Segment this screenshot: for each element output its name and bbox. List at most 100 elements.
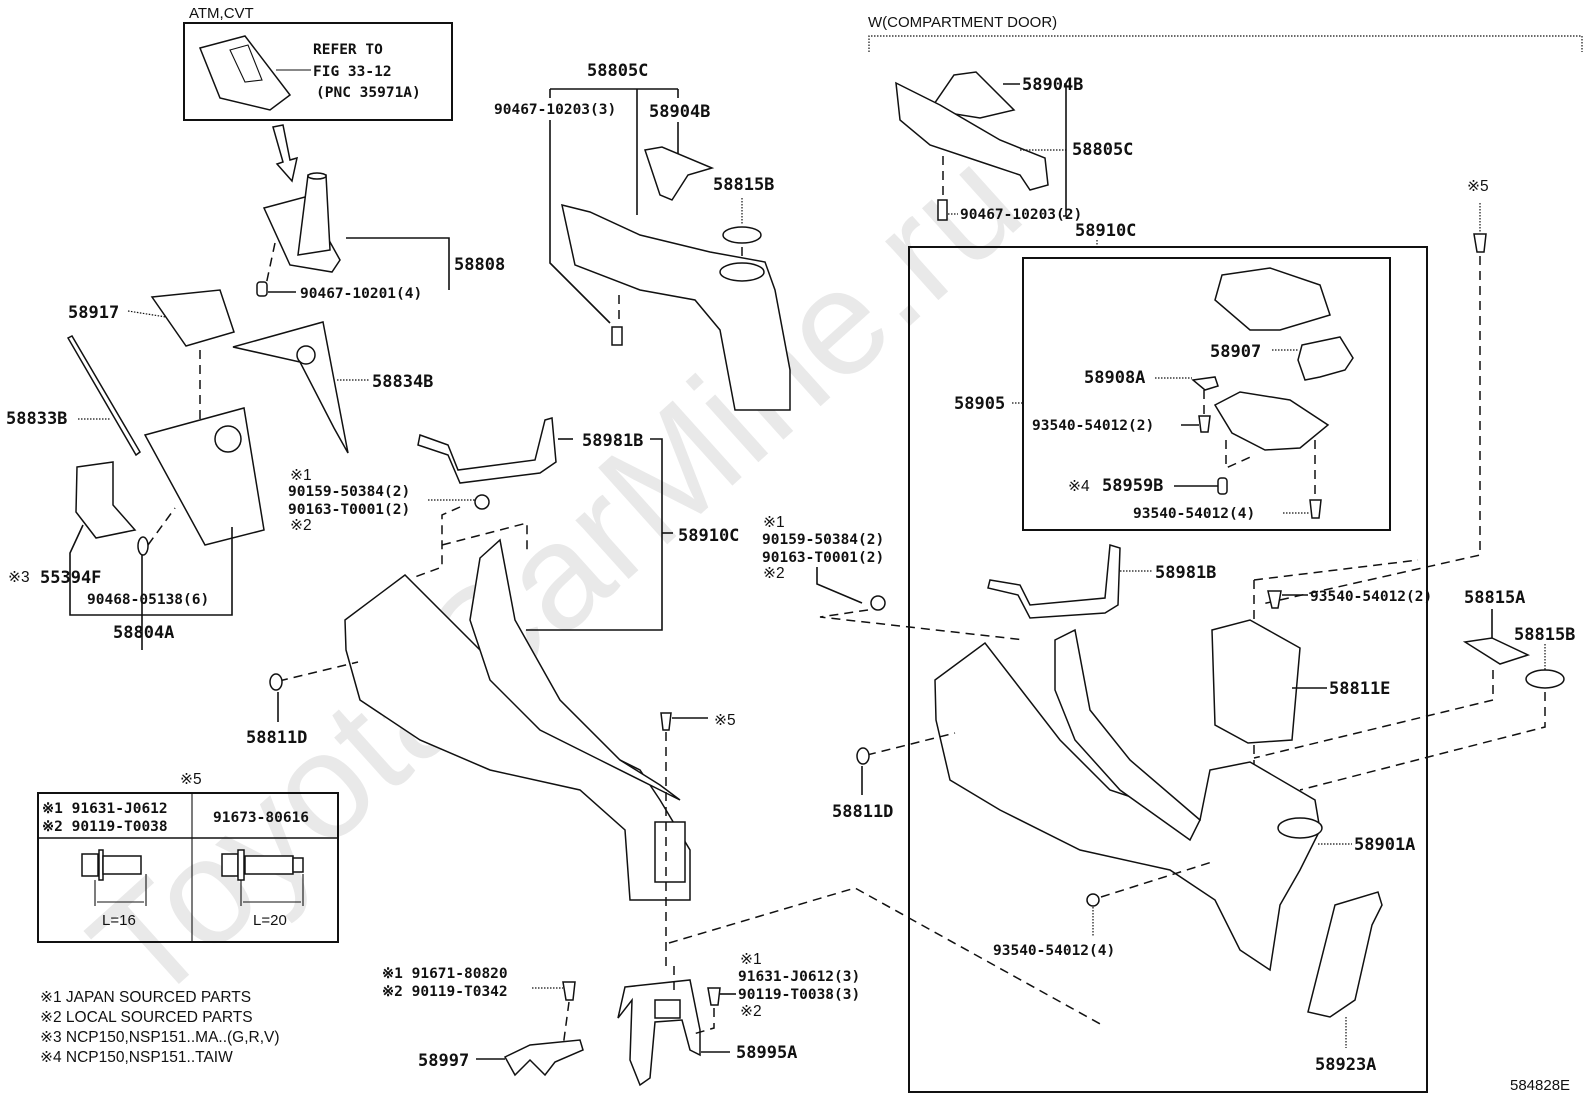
bottom-bracket-group: ※1 91671-80820 ※2 90119-T0342 58997 ※1 9… bbox=[382, 887, 1103, 1087]
label-90467-10203-3: 90467-10203(3) bbox=[494, 102, 616, 118]
label-55394F: 55394F bbox=[40, 568, 101, 588]
bolt-table-col2-length: L=20 bbox=[253, 912, 287, 929]
left-bolt-mark1: ※1 bbox=[290, 467, 312, 484]
left-bolt-b: 90163-T0001(2) bbox=[288, 502, 410, 518]
label-90468-05138: 90468-05138(6) bbox=[87, 592, 209, 608]
label-58804A: 58804A bbox=[113, 623, 174, 643]
label-58808: 58808 bbox=[454, 255, 505, 275]
label-58811D-right: 58811D bbox=[832, 802, 893, 822]
part-58808: 58808 90467-10201(4) bbox=[256, 172, 505, 302]
bolt-short-icon bbox=[81, 849, 147, 906]
label-90467-10201: 90467-10201(4) bbox=[300, 286, 422, 302]
bracket-58995A-icon bbox=[617, 979, 701, 1087]
note-1: ※1 JAPAN SOURCED PARTS bbox=[40, 989, 251, 1006]
label-58811D-left: 58811D bbox=[246, 728, 307, 748]
clip-icon bbox=[269, 673, 283, 691]
label-58910C-left: 58910C bbox=[678, 526, 739, 546]
label-90467-10203-2: 90467-10203(2) bbox=[960, 207, 1082, 223]
atm-cvt-title: ATM,CVT bbox=[189, 5, 254, 22]
figure-code: 584828E bbox=[1510, 1077, 1570, 1094]
part-58981B-left: 58981B 58910C bbox=[417, 417, 739, 631]
bolt-icon bbox=[1086, 893, 1100, 907]
watermark-text: ToyotaCarMine.ru bbox=[59, 117, 1051, 1034]
lock-icon bbox=[1297, 336, 1354, 381]
label-58907: 58907 bbox=[1210, 342, 1261, 362]
label-93540-4-bottom: 93540-54012(4) bbox=[993, 943, 1115, 959]
label-58904B-right: 58904B bbox=[1022, 75, 1083, 95]
label-58815A: 58815A bbox=[1464, 588, 1525, 608]
label-58995A: 58995A bbox=[736, 1043, 797, 1063]
label-58959B: 58959B bbox=[1102, 476, 1163, 496]
note-3: ※3 NCP150,NSP151..MA..(G,R,V) bbox=[40, 1029, 280, 1046]
watermark: ToyotaCarMine.ru bbox=[59, 117, 1051, 1034]
cup-cover-icon bbox=[1525, 669, 1565, 689]
part-58981B-right: 58981B bbox=[987, 544, 1216, 619]
label-58917: 58917 bbox=[68, 303, 119, 323]
58910C-frame bbox=[908, 246, 1428, 1093]
label-58905: 58905 bbox=[954, 394, 1005, 414]
bolt-table-col2: 91673-80616 bbox=[213, 810, 309, 826]
bracket-icon bbox=[417, 417, 557, 484]
left-bolt-a: 90159-50384(2) bbox=[288, 484, 410, 500]
mark5-b: ※5 bbox=[1467, 178, 1489, 195]
atm-cvt-section: ATM,CVT REFER TO FIG 33-12 (PNC 35971A) bbox=[183, 5, 453, 183]
label-93540-2-mid: 93540-54012(2) bbox=[1310, 589, 1432, 605]
part-58815-right: 58815A 58815B bbox=[1253, 588, 1575, 791]
bolt-table-col1-line2: ※2 90119-T0038 bbox=[42, 819, 168, 835]
bolt-table-frame bbox=[37, 792, 339, 943]
clip-icon bbox=[611, 326, 623, 346]
bolt-icon bbox=[870, 595, 886, 611]
part-58805C-left: 58805C 90467-10203(3) 58904B 58815B bbox=[494, 61, 791, 411]
console-body-right: 58811D 58901A 93540-54012(4) 58923A bbox=[832, 628, 1415, 1075]
compartment-door-title: W(COMPARTMENT DOOR) bbox=[868, 14, 1057, 31]
console-body-icon bbox=[934, 641, 1321, 972]
bolt-long-icon bbox=[221, 849, 304, 906]
bottom-right-b: 90119-T0038(3) bbox=[738, 987, 860, 1003]
clip-icon bbox=[937, 199, 948, 221]
mark5-a: ※5 bbox=[714, 712, 736, 729]
bottom-bolt-l1: ※1 91671-80820 bbox=[382, 966, 508, 982]
tray-icon bbox=[1213, 391, 1330, 451]
label-58815B-right: 58815B bbox=[1514, 625, 1575, 645]
part-58833B: 58833B bbox=[6, 335, 141, 457]
label-58805C-left: 58805C bbox=[587, 61, 648, 81]
label-58811E: 58811E bbox=[1329, 679, 1390, 699]
part-58905: 58907 58908A 58905 93540-54012(2) ※4 589… bbox=[954, 257, 1391, 531]
clip-icon bbox=[856, 747, 870, 765]
label-58834B: 58834B bbox=[372, 372, 433, 392]
refer-line-2: FIG 33-12 bbox=[313, 64, 392, 80]
compartment-door-section: W(COMPARTMENT DOOR) 58904B 58805C 90467-… bbox=[868, 14, 1583, 1093]
clip-icon bbox=[1217, 477, 1228, 495]
clip-icon bbox=[137, 536, 149, 556]
bolt-icon bbox=[562, 981, 576, 1001]
label-58901A: 58901A bbox=[1354, 835, 1415, 855]
bracket-icon bbox=[987, 544, 1121, 619]
label-58805C-right: 58805C bbox=[1072, 140, 1133, 160]
armrest-icon bbox=[1214, 267, 1331, 331]
label-93540-2-top: 93540-54012(2) bbox=[1032, 418, 1154, 434]
label-58997: 58997 bbox=[418, 1051, 469, 1071]
label-58833B: 58833B bbox=[6, 409, 67, 429]
bolt-icon bbox=[707, 987, 721, 1006]
console-upper-panel-icon bbox=[895, 81, 1049, 191]
label-58981B-left: 58981B bbox=[582, 431, 643, 451]
label-58908A: 58908A bbox=[1084, 368, 1145, 388]
label-58910C-right: 58910C bbox=[1075, 221, 1136, 241]
bolt-table-col1-line1: ※1 91631-J0612 bbox=[42, 801, 168, 817]
bolt-table: ※5 ※1 91631-J0612 ※2 90119-T0038 91673-8… bbox=[37, 771, 339, 943]
refer-line-3: (PNC 35971A) bbox=[316, 85, 421, 101]
refer-line-1: REFER TO bbox=[313, 42, 383, 58]
label-58904B-left: 58904B bbox=[649, 102, 710, 122]
bolt-table-title: ※5 bbox=[180, 771, 202, 788]
mark-3: ※3 bbox=[8, 569, 30, 586]
storage-box-icon bbox=[1211, 619, 1301, 744]
bolt-icon bbox=[1473, 233, 1487, 253]
right-bolt-group: ※1 90159-50384(2) 90163-T0001(2) ※2 bbox=[762, 514, 1026, 641]
bolt-icon bbox=[474, 494, 490, 510]
note-2: ※2 LOCAL SOURCED PARTS bbox=[40, 1009, 253, 1026]
console-body-left: 58811D ※5 bbox=[246, 538, 736, 966]
label-58923A: 58923A bbox=[1315, 1055, 1376, 1075]
right-bolt-b: 90163-T0001(2) bbox=[762, 550, 884, 566]
left-bolt-group: ※1 90159-50384(2) 90163-T0001(2) ※2 bbox=[288, 467, 528, 578]
